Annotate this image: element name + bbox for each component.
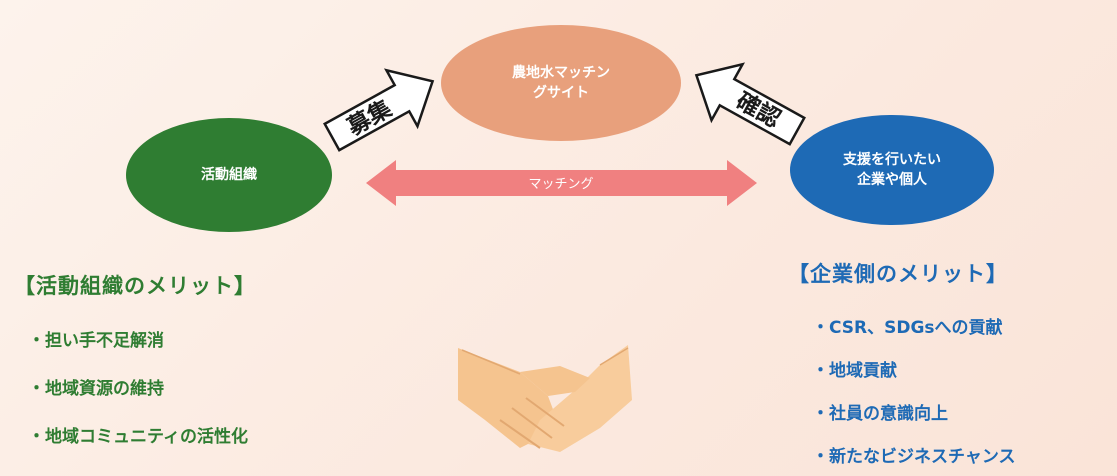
matching-arrow-label: マッチング — [528, 177, 593, 192]
handshake-icon — [458, 345, 632, 452]
company-benefits-heading: 【企業側のメリット】 — [788, 262, 1008, 286]
list-item: ・新たなビジネスチャンス — [812, 447, 1016, 467]
list-item: ・CSR、SDGsへの貢献 — [812, 318, 1003, 338]
recruit-arrow: 募集 — [323, 68, 435, 152]
supporter-node: 支援を行いたい 企業や個人 — [790, 115, 994, 225]
matching-double-arrow: マッチング — [366, 160, 757, 206]
organization-benefits-heading: 【活動組織のメリット】 — [14, 274, 256, 298]
supporter-label: 支援を行いたい 企業や個人 — [843, 151, 941, 188]
list-item: ・担い手不足解消 — [28, 331, 164, 351]
matching-site-label: 農地水マッチン グサイト — [512, 64, 610, 101]
list-item: ・社員の意識向上 — [812, 404, 948, 424]
activity-organization-node: 活動組織 — [126, 118, 332, 232]
list-item: ・地域資源の維持 — [28, 379, 164, 399]
list-item: ・地域貢献 — [812, 361, 897, 381]
activity-organization-label: 活動組織 — [201, 166, 257, 183]
matching-site-node: 農地水マッチン グサイト — [441, 25, 681, 141]
list-item: ・地域コミュニティの活性化 — [28, 427, 248, 447]
confirm-arrow: 確認 — [694, 62, 806, 146]
